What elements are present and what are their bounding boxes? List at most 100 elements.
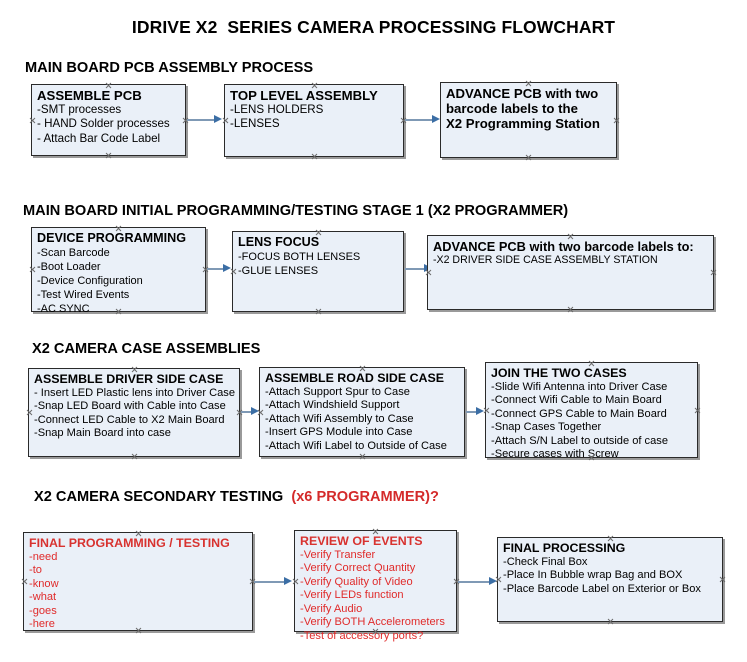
connector-arrow[interactable] — [458, 581, 490, 583]
box-final-programming-testing[interactable]: FINAL PROGRAMMING / TESTING -need -to -k… — [23, 532, 253, 631]
box-line: -Connect GPS Cable to Main Board — [491, 407, 667, 420]
box-lens-focus[interactable]: LENS FOCUS -FOCUS BOTH LENSES -GLUE LENS… — [232, 231, 404, 312]
box-line: -Slide Wifi Antenna into Driver Case — [491, 380, 668, 393]
box-line: -here — [29, 618, 55, 631]
arrowhead-icon — [432, 115, 440, 123]
box-final-processing[interactable]: FINAL PROCESSING -Check Final Box -Place… — [497, 537, 723, 622]
box-line: -need — [29, 550, 58, 563]
box-line: -Place Barcode Label on Exterior or Box — [503, 582, 701, 595]
box-line: -FOCUS BOTH LENSES — [238, 251, 361, 263]
box-line: -Verify Correct Quantity — [300, 562, 416, 575]
resize-handle-left[interactable] — [29, 117, 36, 124]
box-advance-pcb-driver-side[interactable]: ADVANCE PCB with two barcode labels to: … — [427, 235, 714, 310]
box-title: ASSEMBLE ROAD SIDE CASE — [265, 371, 444, 385]
box-line: - Attach Bar Code Label — [37, 131, 161, 145]
box-assemble-road-side-case[interactable]: ASSEMBLE ROAD SIDE CASE -Attach Support … — [259, 367, 465, 457]
arrowhead-icon — [476, 407, 484, 415]
box-line: -Check Final Box — [503, 555, 588, 568]
box-line: - Insert LED Plastic lens into Driver Ca… — [34, 386, 235, 399]
box-line: -Device Configuration — [37, 275, 143, 287]
page-title: IDRIVE X2 SERIES CAMERA PROCESSING FLOWC… — [131, 17, 616, 37]
resize-handle-bottom[interactable] — [607, 618, 614, 625]
box-assemble-pcb[interactable]: ASSEMBLE PCB -SMT processes - HAND Solde… — [31, 84, 186, 156]
box-line: -Snap Cases Together — [491, 421, 602, 434]
box-join-the-two-cases[interactable]: JOIN THE TWO CASES -Slide Wifi Antenna i… — [485, 362, 698, 460]
box-line: -Verify Quality of Video — [300, 575, 413, 588]
section-title-text: X2 CAMERA SECONDARY TESTING — [34, 489, 284, 505]
box-title: ADVANCE PCB with two barcode labels to: — [433, 239, 694, 254]
box-line: -Verify Audio — [300, 602, 363, 615]
box-assemble-driver-side-case[interactable]: ASSEMBLE DRIVER SIDE CASE - Insert LED P… — [28, 368, 240, 457]
box-line: -Verify BOTH Accelerometers — [300, 616, 445, 629]
box-line: -Attach Wifi Label to Outside of Case — [265, 439, 447, 452]
resize-handle-bottom[interactable] — [525, 154, 532, 161]
connector-arrow[interactable] — [405, 119, 433, 121]
resize-handle-bottom[interactable] — [359, 453, 366, 460]
box-line: -Snap LED Board with Cable into Case — [34, 400, 226, 413]
section-title-main-board-pcb-assembly: MAIN BOARD PCB ASSEMBLY PROCESS — [25, 60, 314, 76]
box-line: -GLUE LENSES — [238, 265, 319, 277]
box-line: -LENSES — [230, 117, 280, 131]
box-title: REVIEW OF EVENTS — [300, 534, 423, 548]
box-line: -Attach Windshield Support — [265, 399, 400, 412]
arrowhead-icon — [223, 264, 231, 272]
resize-handle-left[interactable] — [292, 578, 299, 585]
connector-arrow[interactable] — [241, 411, 252, 413]
box-line: -Attach Support Spur to Case — [265, 385, 410, 398]
box-line: -Place In Bubble wrap Bag and BOX — [503, 569, 683, 582]
box-line: -SMT processes — [37, 103, 122, 116]
box-title: ADVANCE PCB with two — [446, 86, 599, 101]
resize-handle-left[interactable] — [21, 578, 28, 585]
box-title: TOP LEVEL ASSEMBLY — [230, 88, 378, 103]
box-line: X2 Programming Station — [446, 116, 600, 131]
box-title: FINAL PROCESSING — [503, 541, 626, 555]
arrowhead-icon — [284, 577, 292, 585]
box-line: -know — [29, 577, 59, 590]
resize-handle-left[interactable] — [222, 117, 229, 124]
box-line: -Insert GPS Module into Case — [265, 426, 413, 439]
box-line: -Snap Main Board into case — [34, 427, 171, 440]
arrowhead-icon — [214, 115, 222, 123]
box-title: LENS FOCUS — [238, 235, 320, 249]
connector-arrow[interactable] — [405, 268, 426, 270]
box-line: -what — [29, 591, 57, 604]
box-device-programming[interactable]: DEVICE PROGRAMMING -Scan Barcode -Boot L… — [29, 227, 206, 315]
box-line: -Verify LEDs function — [300, 589, 404, 602]
box-line: -Attach S/N Label to outside of case — [491, 434, 668, 447]
box-title: ASSEMBLE PCB — [37, 88, 142, 103]
box-line: -Test Wired Events — [37, 289, 130, 301]
section-title-accent: (x6 PROGRAMMER)? — [291, 489, 439, 505]
box-advance-pcb-programming-station[interactable]: ADVANCE PCB with two barcode labels to t… — [440, 82, 617, 158]
box-review-of-events[interactable]: REVIEW OF EVENTS -Verify Transfer -Verif… — [292, 530, 457, 642]
resize-handle-left[interactable] — [26, 409, 33, 416]
box-line: -Connect LED Cable to X2 Main Board — [34, 413, 225, 426]
connector-arrow[interactable] — [187, 119, 215, 121]
box-line: -to — [29, 564, 42, 577]
box-line: -AC SYNC — [37, 303, 90, 315]
resize-handle-bottom[interactable] — [567, 306, 574, 313]
resize-handle-bottom[interactable] — [131, 453, 138, 460]
box-line-overflow: -Test of accessory ports? — [300, 630, 424, 643]
resize-handle-bottom[interactable] — [105, 152, 112, 159]
box-title: DEVICE PROGRAMMING — [37, 231, 187, 245]
section-title-x2-camera-case-assemblies: X2 CAMERA CASE ASSEMBLIES — [32, 341, 261, 357]
box-line: -X2 DRIVER SIDE CASE ASSEMBLY STATION — [433, 254, 658, 266]
resize-handle-left[interactable] — [29, 266, 36, 273]
section-title-x2-camera-secondary-testing: X2 CAMERA SECONDARY TESTING (x6 PROGRAMM… — [34, 489, 439, 505]
resize-handle-bottom[interactable] — [311, 153, 318, 160]
connector-arrow[interactable] — [207, 268, 224, 270]
resize-handle-right[interactable] — [710, 269, 717, 276]
box-title: JOIN THE TWO CASES — [491, 366, 627, 380]
box-line: -Scan Barcode — [37, 247, 110, 259]
resize-handle-bottom[interactable] — [315, 308, 322, 315]
connector-arrow[interactable] — [466, 411, 477, 413]
box-title: FINAL PROGRAMMING / TESTING — [29, 536, 230, 550]
box-line: - HAND Solder processes — [37, 117, 170, 131]
arrowhead-icon — [251, 407, 259, 415]
box-line: -goes — [29, 604, 57, 617]
box-line: -Attach Wifi Assembly to Case — [265, 412, 414, 425]
connector-arrow[interactable] — [254, 581, 285, 583]
box-title: ASSEMBLE DRIVER SIDE CASE — [34, 372, 224, 386]
box-top-level-assembly[interactable]: TOP LEVEL ASSEMBLY -LENS HOLDERS -LENSES — [224, 84, 404, 157]
